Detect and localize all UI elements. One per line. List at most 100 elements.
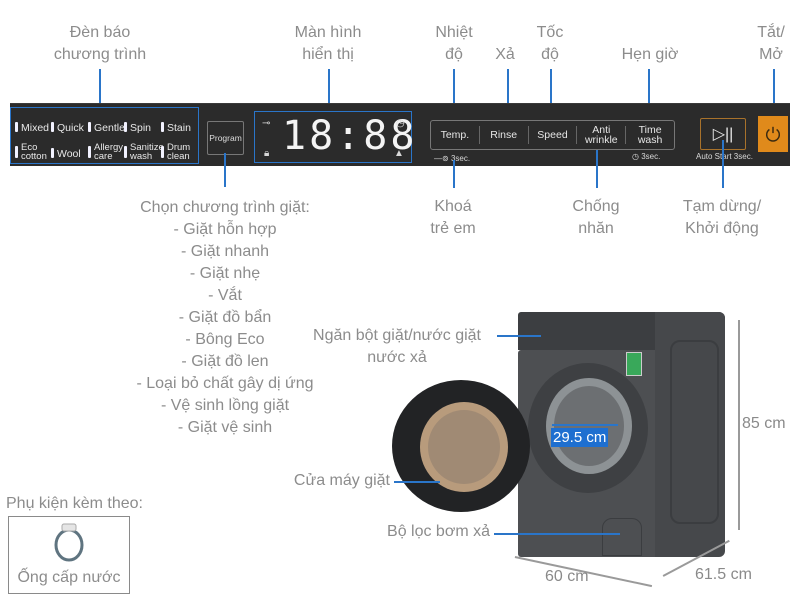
control-panel [10, 103, 790, 166]
key-icon: —⊚ [434, 154, 451, 163]
label-line: Màn hình [294, 24, 362, 41]
power-icon [765, 126, 781, 142]
leader-line [453, 69, 455, 127]
leader-line [224, 153, 226, 187]
label-temperature: Nhiệt độ [424, 22, 484, 66]
leader-line [507, 69, 509, 129]
auto-start-hint: Auto Start 3sec. [696, 152, 753, 161]
speed-button[interactable]: Speed [529, 126, 578, 144]
label-line: chương trình [53, 46, 147, 63]
diameter-line [552, 424, 618, 426]
child-lock-key-icon: ⊸ [262, 118, 271, 129]
label-child-lock: Khoá trẻ em [418, 196, 488, 240]
program-list-item: - Bông Eco [185, 331, 265, 348]
accessory-name: Ống cấp nước [17, 569, 121, 586]
label-line: nước xả [367, 349, 427, 366]
label-line: hiển thị [302, 46, 354, 63]
program-list-item: - Giặt vệ sinh [177, 419, 273, 436]
label-program-lights: Đèn báo chương trình [40, 22, 160, 66]
label-line: nhăn [578, 220, 614, 237]
label-line: độ [445, 46, 463, 63]
power-button[interactable] [758, 116, 788, 152]
accessory-card: Ống cấp nước [8, 516, 130, 594]
leader-line [648, 69, 650, 129]
program-list-item: - Vệ sinh lồng giặt [160, 397, 290, 414]
label-display: Màn hình hiển thị [278, 22, 378, 66]
clock-icon: ◷ [396, 118, 405, 129]
leader-line [550, 69, 552, 127]
leader-line [99, 69, 101, 104]
energy-label-sticker [626, 352, 642, 376]
temp-button[interactable]: Temp. [431, 126, 480, 144]
width-dimension: 60 cm [545, 568, 589, 585]
leader-line [497, 335, 541, 337]
label-anti-wrinkle: Chống nhăn [560, 196, 632, 240]
program-list: Chọn chương trình giặt: - Giặt hỗn hợp -… [110, 197, 340, 439]
label-line: Khoá [434, 198, 472, 215]
label-line: Ngăn bột giặt/nước giặt [313, 327, 481, 344]
drum [554, 386, 624, 466]
label-line: Khởi động [685, 220, 759, 237]
program-list-title: Chọn chương trình giặt: [140, 199, 310, 216]
label-line: độ [541, 46, 559, 63]
lock-icon: 🔒︎ [264, 148, 270, 159]
leader-line [328, 69, 330, 111]
program-list-item: - Giặt hỗn hợp [173, 221, 277, 238]
filter-cover [602, 518, 642, 556]
label-power: Tắt/ Mở [748, 22, 794, 66]
program-light-wool: Wool [51, 148, 81, 159]
label-line: Tắt/ [757, 24, 785, 41]
label-line: trẻ em [430, 220, 476, 237]
clock-icon: ◷ [632, 152, 642, 161]
program-light-quick: Quick [51, 122, 84, 133]
label-line: Chống [572, 198, 620, 215]
program-list-item: - Giặt nhanh [180, 243, 270, 260]
label-door: Cửa máy giặt [293, 472, 390, 489]
height-arrow [738, 320, 740, 530]
door-diameter: 29.5 cm [551, 428, 609, 447]
leader-line [722, 140, 724, 188]
machine-side-panel [670, 340, 719, 524]
label-filter: Bộ lọc bơm xả [387, 523, 490, 540]
label-line: Tốc [536, 24, 564, 41]
program-list-item: - Giặt đồ bẩn [178, 309, 272, 326]
label-rinse: Xả [495, 46, 515, 63]
door-glass [428, 410, 500, 484]
leader-line [394, 481, 440, 483]
display-value: 18:88 [282, 113, 418, 159]
program-light-mixed: Mixed [15, 122, 49, 133]
program-light-spin: Spin [124, 122, 151, 133]
display-highlight [254, 111, 412, 163]
accessories-title: Phụ kiện kèm theo: [6, 495, 143, 512]
program-light-gentle: Gentle [88, 122, 125, 133]
program-button[interactable]: Program [207, 121, 244, 155]
label-line: Mở [759, 46, 783, 63]
leader-line [773, 69, 775, 121]
child-lock-hint: —⊚ 3sec. [434, 154, 471, 163]
leader-line [453, 160, 455, 188]
label-line: Tạm dừng/ [682, 198, 762, 215]
rinse-button[interactable]: Rinse [480, 126, 529, 144]
program-list-item: - Loại bỏ chất gây dị ứng [136, 375, 314, 392]
label-line: Đèn báo [69, 24, 131, 41]
label-timer: Hẹn giờ [621, 46, 679, 63]
program-list-item: - Giặt đồ len [181, 353, 269, 370]
water-hose-icon [54, 523, 84, 562]
program-lights-highlight [10, 107, 199, 164]
leader-line [494, 533, 620, 535]
depth-dimension: 61.5 cm [695, 566, 752, 583]
label-speed: Tốc độ [520, 22, 580, 66]
label-line: Nhiệt [435, 24, 473, 41]
iron-icon: ▲ [394, 148, 404, 159]
program-light-stain: Stain [161, 122, 191, 133]
height-dimension: 85 cm [742, 415, 786, 432]
label-detergent-drawer: Ngăn bột giặt/nước giặt nước xả [298, 325, 496, 369]
label-start-pause: Tạm dừng/ Khởi động [668, 196, 776, 240]
